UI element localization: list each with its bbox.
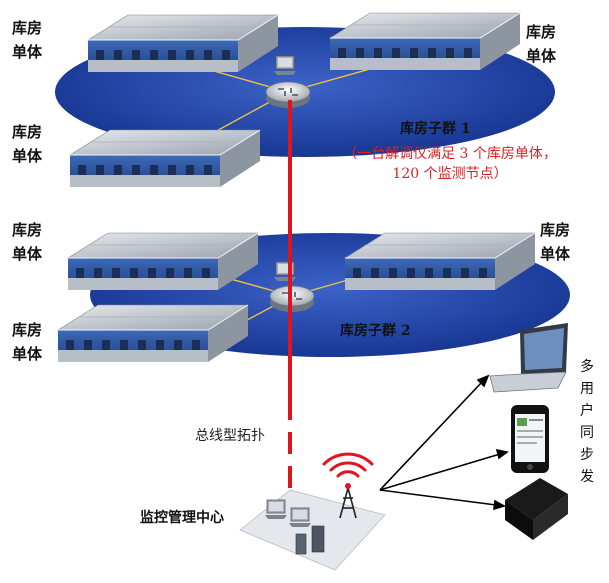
warehouse-label-2b: 库房单体 bbox=[540, 221, 571, 263]
cluster-1-note: （一台解调仪满足 3 个库房单体，120 个监测节点） bbox=[343, 146, 557, 182]
multi-user-sync-label: 多用户同步发 bbox=[580, 359, 594, 485]
warehouse-2a bbox=[67, 232, 259, 291]
tablet-icon bbox=[505, 478, 568, 540]
antenna-icon bbox=[339, 487, 357, 519]
cluster-2 bbox=[57, 232, 570, 363]
broadcast-arrows bbox=[379, 374, 509, 511]
antenna-tip bbox=[345, 483, 351, 489]
warehouse-1b bbox=[329, 12, 521, 71]
center-server-icon bbox=[311, 525, 325, 553]
warehouse-label-1a: 库房单体 bbox=[12, 19, 43, 61]
center-computer-2-icon bbox=[288, 507, 312, 528]
monitoring-center-label: 监控管理中心 bbox=[140, 510, 224, 526]
signal-waves-icon bbox=[322, 452, 374, 478]
demodulator-2-icon bbox=[273, 261, 297, 282]
warehouse-label-1b: 库房单体 bbox=[526, 23, 557, 65]
warehouse-1c bbox=[69, 129, 261, 188]
demodulator-1-icon bbox=[273, 55, 297, 76]
phone-icon bbox=[511, 405, 549, 473]
center-server-2-icon bbox=[295, 533, 307, 555]
bus-topology-label: 总线型拓扑 bbox=[195, 428, 265, 444]
monitoring-center bbox=[239, 452, 386, 571]
warehouse-2b bbox=[344, 232, 536, 291]
cluster-1 bbox=[55, 12, 555, 188]
warehouse-label-2a: 库房单体 bbox=[12, 221, 43, 263]
warehouse-label-1c: 库房单体 bbox=[12, 123, 43, 165]
warehouse-label-2c: 库房单体 bbox=[12, 321, 43, 363]
cluster-2-title: 库房子群 2 bbox=[340, 323, 411, 339]
warehouse-1a bbox=[87, 14, 279, 73]
warehouse-2c bbox=[57, 304, 249, 363]
laptop-icon bbox=[489, 323, 568, 393]
center-computer-1-icon bbox=[264, 499, 288, 520]
cluster-1-title: 库房子群 1 bbox=[400, 121, 471, 137]
